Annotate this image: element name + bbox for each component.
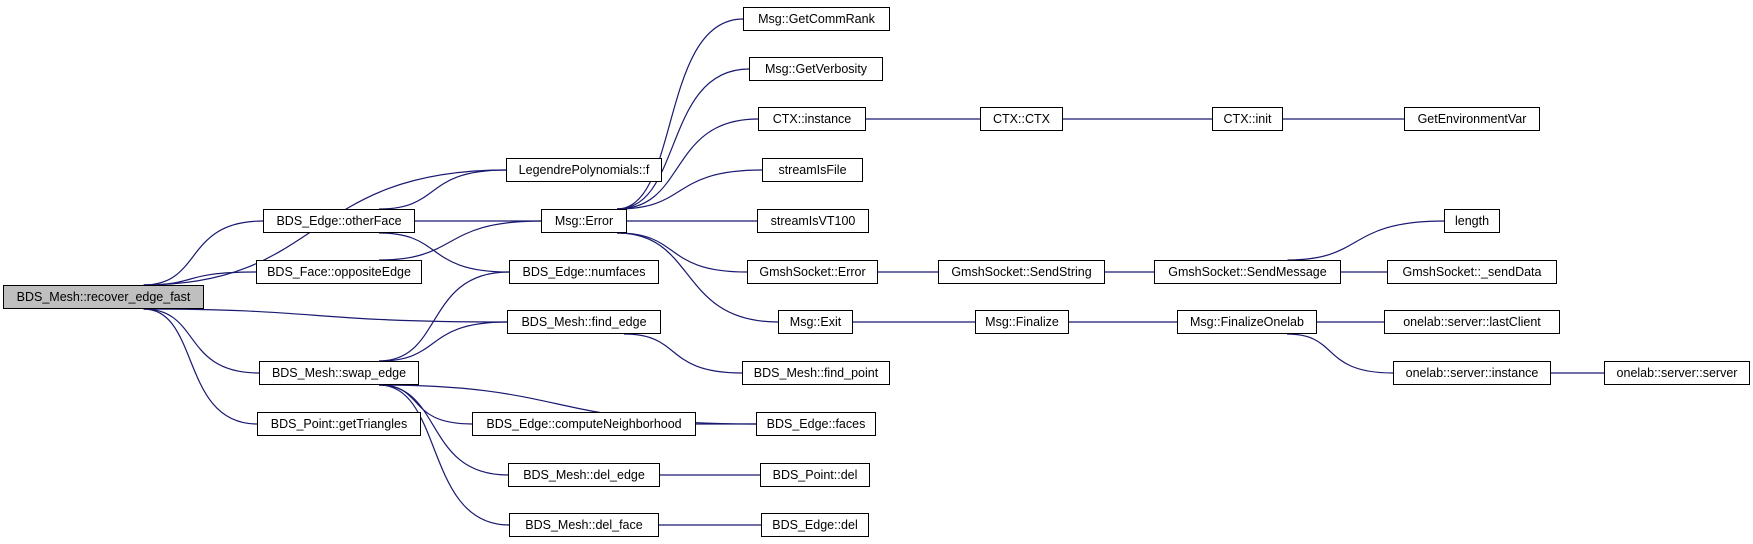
node-ctx-instance[interactable]: CTX::instance — [758, 107, 866, 131]
node-ctx-ctx[interactable]: CTX::CTX — [980, 107, 1063, 131]
node-legendre-f[interactable]: LegendrePolynomials::f — [506, 158, 662, 182]
node-gmshsocket-error[interactable]: GmshSocket::Error — [747, 260, 878, 284]
node-edge-faces[interactable]: BDS_Edge::faces — [756, 412, 876, 436]
edge-mesh_swap_edge-to-edge_numfaces — [378, 271, 510, 362]
node-face-oppositeedge[interactable]: BDS_Face::oppositeEdge — [256, 260, 422, 284]
node-streamisfile[interactable]: streamIsFile — [762, 158, 863, 182]
edge-msg_error-to-msg_getverbosity — [616, 68, 750, 210]
node-msg-finalizeonelab[interactable]: Msg::FinalizeOnelab — [1177, 310, 1317, 334]
node-onelab-lastclient[interactable]: onelab::server::lastClient — [1384, 310, 1560, 334]
edge-root-to-edge_otherface — [143, 220, 264, 286]
node-onelab-instance[interactable]: onelab::server::instance — [1393, 361, 1551, 385]
edge-root-to-mesh_swap_edge — [143, 308, 260, 374]
edge-msg_error-to-ctx_instance — [616, 118, 759, 210]
node-root: BDS_Mesh::recover_edge_fast — [3, 285, 204, 309]
node-mesh-del-face[interactable]: BDS_Mesh::del_face — [509, 513, 659, 537]
node-edge-computeneighborhood[interactable]: BDS_Edge::computeNeighborhood — [472, 412, 696, 436]
edge-mesh_swap_edge-to-mesh_find_edge — [378, 321, 508, 362]
node-point-del[interactable]: BDS_Point::del — [760, 463, 870, 487]
edge-face_oppositeedge-to-msg_error — [378, 220, 542, 261]
edge-root-to-face_oppositeedge — [143, 271, 257, 286]
node-streamisvt100[interactable]: streamIsVT100 — [757, 209, 869, 233]
edge-msg_error-to-msg_exit — [616, 232, 779, 323]
node-getenvironmentvar[interactable]: GetEnvironmentVar — [1404, 107, 1540, 131]
node-mesh-find-edge[interactable]: BDS_Mesh::find_edge — [507, 310, 661, 334]
node-onelab-server[interactable]: onelab::server::server — [1604, 361, 1750, 385]
node-mesh-swap-edge[interactable]: BDS_Mesh::swap_edge — [259, 361, 419, 385]
node-gmshsocket-sendstring[interactable]: GmshSocket::SendString — [938, 260, 1105, 284]
node-msg-getverbosity[interactable]: Msg::GetVerbosity — [749, 57, 883, 81]
edge-edge_otherface-to-edge_numfaces — [378, 232, 510, 273]
node-gmshsocket-senddata[interactable]: GmshSocket::_sendData — [1387, 260, 1557, 284]
node-edge-numfaces[interactable]: BDS_Edge::numfaces — [509, 260, 659, 284]
edge-root-to-mesh_find_edge — [143, 308, 508, 323]
node-point-gettriangles[interactable]: BDS_Point::getTriangles — [257, 412, 421, 436]
node-mesh-del-edge[interactable]: BDS_Mesh::del_edge — [508, 463, 660, 487]
node-mesh-find-point[interactable]: BDS_Mesh::find_point — [742, 361, 890, 385]
edge-edge_otherface-to-legendre_f — [378, 169, 507, 210]
node-msg-getcommrank[interactable]: Msg::GetCommRank — [743, 7, 890, 31]
node-edge-del[interactable]: BDS_Edge::del — [761, 513, 869, 537]
edge-mesh_swap_edge-to-mesh_del_edge — [378, 384, 509, 476]
edge-mesh_swap_edge-to-mesh_del_face — [378, 384, 510, 526]
edge-mesh_find_edge-to-mesh_find_point — [623, 333, 743, 374]
edge-root-to-point_gettriangles — [143, 308, 258, 425]
edge-msg_error-to-streamisfile — [616, 169, 763, 210]
node-msg-error[interactable]: Msg::Error — [541, 209, 627, 233]
node-msg-exit[interactable]: Msg::Exit — [778, 310, 853, 334]
node-length[interactable]: length — [1444, 209, 1500, 233]
node-edge-otherface[interactable]: BDS_Edge::otherFace — [263, 209, 415, 233]
node-gmshsocket-sendmessage[interactable]: GmshSocket::SendMessage — [1154, 260, 1341, 284]
edge-msg_finalizeonelab-to-onelab_instance — [1286, 333, 1394, 374]
node-ctx-init[interactable]: CTX::init — [1212, 107, 1283, 131]
node-msg-finalize[interactable]: Msg::Finalize — [975, 310, 1069, 334]
edge-msg_error-to-msg_getcommrank — [616, 18, 744, 210]
edge-gmshsocket_sendmessage-to-length — [1287, 220, 1445, 261]
